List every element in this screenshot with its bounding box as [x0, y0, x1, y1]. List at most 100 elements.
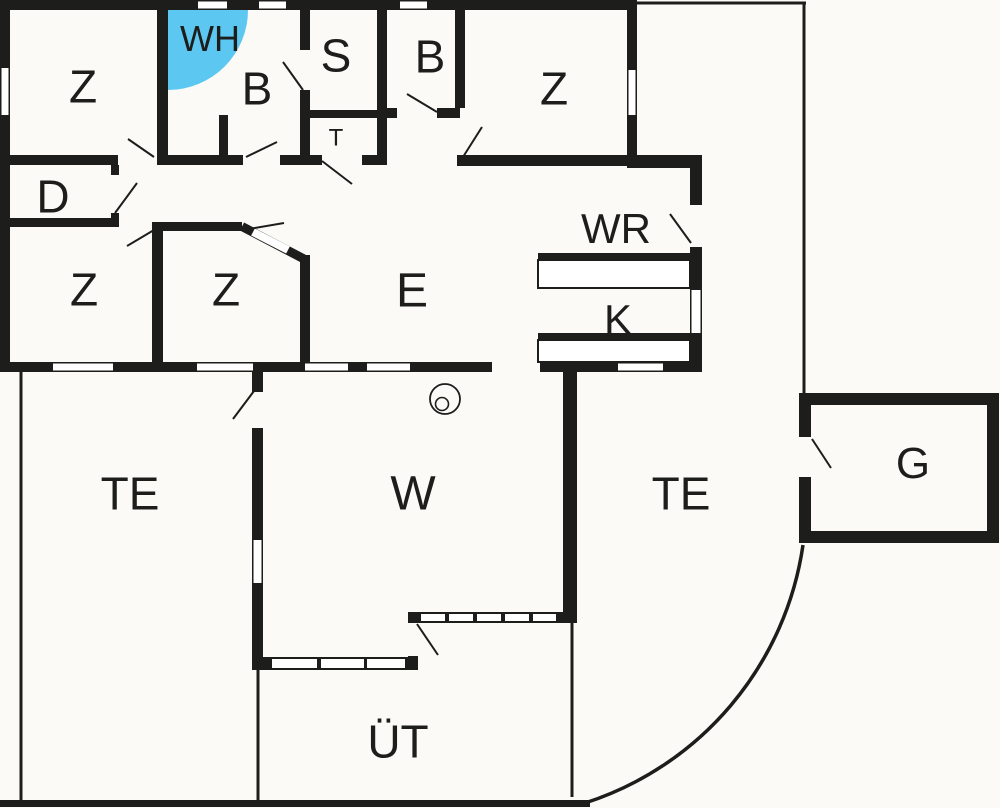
- window: [272, 659, 317, 668]
- room-label-wr: WR: [581, 205, 651, 252]
- room-label-t: T: [329, 125, 344, 152]
- wall: [799, 477, 811, 531]
- room-label-b-1: B: [242, 63, 273, 115]
- window: [253, 540, 262, 583]
- wall: [0, 218, 118, 227]
- wall: [799, 405, 811, 437]
- door-swing: [462, 126, 483, 158]
- door-swing: [127, 138, 155, 158]
- wall: [300, 110, 387, 118]
- door-swing: [811, 438, 832, 469]
- fixture-circle: [429, 383, 461, 415]
- wall: [0, 155, 118, 165]
- door-swing: [282, 61, 304, 91]
- wall: [627, 155, 702, 168]
- wall: [111, 165, 119, 175]
- wall: [300, 10, 310, 50]
- window: [533, 614, 556, 621]
- wall: [168, 155, 243, 165]
- door-swings-layer: [114, 61, 832, 656]
- room-label-e: E: [396, 264, 428, 317]
- room-label-z-top-left: Z: [69, 61, 97, 113]
- room-label-d: D: [36, 171, 69, 223]
- window: [421, 614, 445, 621]
- room-label-z-mid-left: Z: [70, 264, 98, 316]
- wall: [0, 0, 10, 372]
- door-swing: [416, 623, 439, 656]
- water-heater-symbol: [168, 10, 248, 90]
- wall: [152, 222, 163, 362]
- window: [477, 614, 501, 621]
- door-swing: [248, 222, 285, 230]
- window: [691, 290, 701, 333]
- wall: [457, 155, 627, 166]
- wall: [987, 393, 999, 543]
- room-label-ut: ÜT: [367, 716, 428, 768]
- wall: [157, 10, 168, 165]
- window: [1, 68, 9, 115]
- windows-layer: [1, 1, 701, 668]
- window: [53, 363, 113, 371]
- counter: [537, 339, 691, 363]
- door-swing: [406, 93, 438, 113]
- window: [400, 1, 427, 9]
- wall: [799, 393, 999, 405]
- room-label-te-right: TE: [652, 468, 711, 520]
- wall: [219, 115, 228, 162]
- terrace-arc: [584, 544, 805, 805]
- window: [628, 70, 636, 115]
- boundary-layer: [19, 1, 806, 805]
- wall: [252, 372, 263, 392]
- room-label-te-left: TE: [101, 468, 160, 520]
- room-label-s: S: [321, 30, 352, 82]
- wall: [300, 255, 310, 362]
- window: [367, 363, 410, 371]
- water-heater-layer: [168, 10, 248, 90]
- wall: [300, 155, 322, 165]
- fixtures-layer: [429, 259, 691, 415]
- wall: [408, 612, 418, 623]
- room-label-k: K: [604, 296, 632, 343]
- wall: [300, 90, 310, 165]
- window: [505, 614, 529, 621]
- door-swing: [669, 213, 692, 244]
- room-label-z-top-right: Z: [540, 63, 568, 115]
- window: [305, 363, 348, 371]
- wall: [538, 333, 692, 340]
- window: [259, 1, 286, 9]
- room-label-w: W: [390, 467, 436, 520]
- fixture-circle: [434, 396, 450, 412]
- room-label-b-2: B: [415, 31, 446, 83]
- wall: [280, 155, 310, 165]
- wall: [538, 253, 692, 260]
- wall: [377, 10, 387, 165]
- room-label-z-mid: Z: [212, 264, 240, 316]
- wall: [163, 222, 242, 231]
- window: [197, 363, 253, 371]
- wall: [362, 155, 387, 165]
- wall: [387, 108, 397, 118]
- wall: [408, 656, 418, 670]
- room-label-g: G: [896, 439, 930, 488]
- wall: [0, 800, 590, 807]
- window: [321, 659, 364, 668]
- wall: [799, 531, 999, 543]
- counter: [537, 259, 691, 289]
- wall: [0, 0, 637, 10]
- wall: [690, 168, 702, 205]
- wall: [455, 10, 465, 108]
- door-swing: [245, 141, 278, 158]
- room-label-wh: WH: [180, 18, 240, 59]
- window: [198, 1, 227, 9]
- door-swing: [126, 226, 160, 247]
- door-swing: [114, 182, 138, 214]
- wall: [563, 362, 577, 623]
- window: [449, 614, 473, 621]
- window: [367, 659, 405, 668]
- wall: [437, 108, 460, 118]
- door-swing: [232, 390, 255, 420]
- door-leaf-angled: [251, 228, 290, 254]
